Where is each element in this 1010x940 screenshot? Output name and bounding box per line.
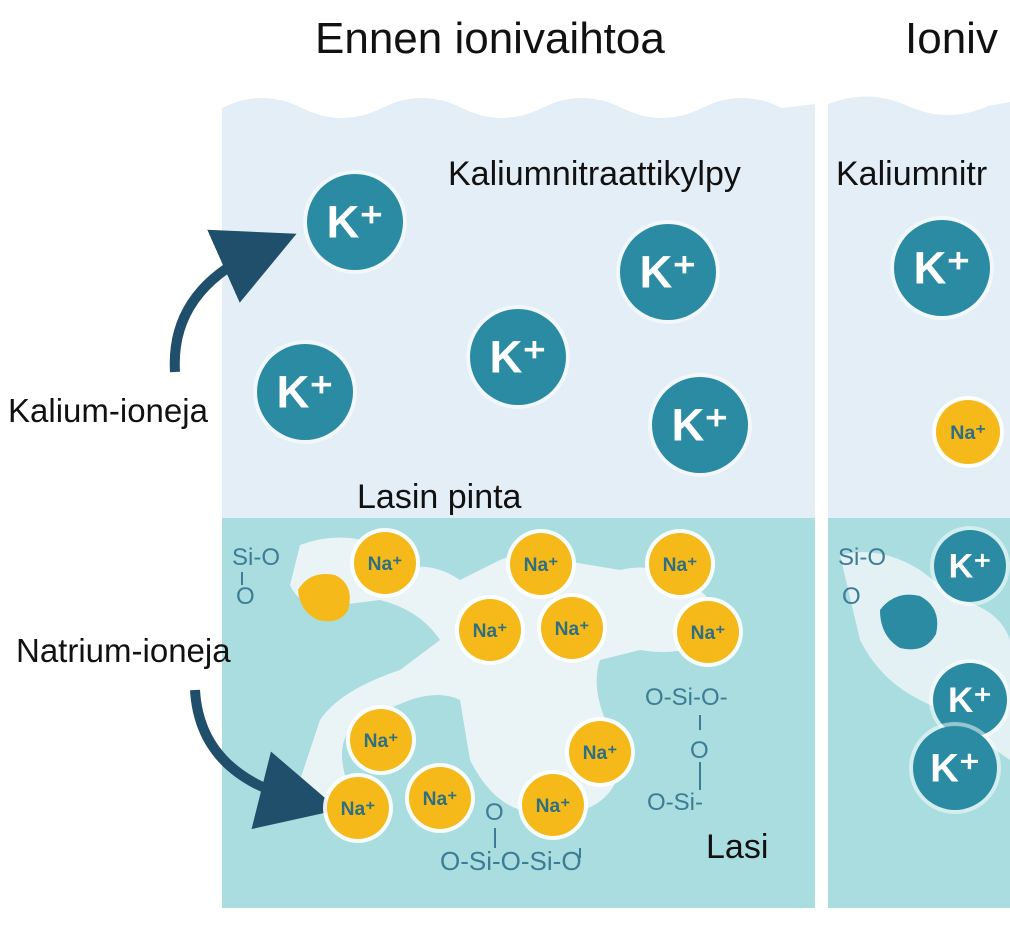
glass-pore-network [290,537,730,820]
sodium-ion-label: Na⁺ [364,731,399,752]
sodium-ion-1: Na⁺ [350,528,420,598]
si-o-label-after: Si-O [838,544,886,571]
panel-divider [815,100,828,910]
sodium-side-label: Natrium-ioneja [16,632,231,669]
surface-label: Lasin pinta [357,478,522,516]
sodium-ion-10: Na⁺ [405,763,475,833]
potassium-ion-label: K⁺ [327,196,384,247]
sodium-ion-label: Na⁺ [423,789,458,810]
sodium-ion-label: Na⁺ [341,799,376,820]
o-si-o-label: O-Si-O- [645,684,728,711]
sodium-ion-label: Na⁺ [368,554,403,575]
sodium-ion-7: Na⁺ [346,705,416,775]
sodium-arrow [190,689,339,830]
potassium-ion-1: K⁺ [303,170,407,274]
o-label-after: O [842,583,861,610]
potassium-ion-4: K⁺ [253,340,357,444]
o-si-o-si-o-chain: O-Si-O-Si-O [440,846,582,876]
potassium-ion-2: K⁺ [616,220,720,324]
potassium-ion-after-3: K⁺ [929,659,1010,741]
sodium-ion-3: Na⁺ [645,529,715,599]
o-si-label: O-Si- [647,789,703,816]
sodium-ion-2: Na⁺ [506,529,576,599]
sodium-ion-label: Na⁺ [950,422,986,444]
sodium-ion-6: Na⁺ [673,597,743,667]
sodium-vacancy-fragment [298,574,350,622]
potassium-ion-after-1: K⁺ [890,216,994,320]
sodium-ion-label: Na⁺ [473,621,508,642]
potassium-vacancy-fragment [880,594,938,650]
potassium-ion-label: K⁺ [930,746,980,790]
bath-label: Kaliumnitraattikylpy [448,155,741,193]
sodium-ion-5: Na⁺ [537,593,607,663]
potassium-ion-label: K⁺ [672,399,729,450]
sodium-ion-label: Na⁺ [691,623,726,644]
potassium-side-label: Kalium-ioneja [8,392,208,429]
potassium-ion-after-2: K⁺ [930,526,1010,606]
sodium-ion-8: Na⁺ [565,717,635,787]
o-label-3: O [485,799,504,826]
sodium-ion-after-1: Na⁺ [932,396,1004,468]
sodium-ion-11: Na⁺ [518,770,588,840]
sodium-ion-label: Na⁺ [555,619,590,640]
potassium-ion-3: K⁺ [466,305,570,409]
sodium-ion-label: Na⁺ [536,796,571,817]
potassium-ion-5: K⁺ [648,373,752,477]
sodium-ion-9: Na⁺ [323,773,393,843]
potassium-ion-label: K⁺ [914,242,971,293]
sodium-ion-label: Na⁺ [524,555,559,576]
panel-after-title: Ioniv [905,14,998,63]
potassium-ion-after-4: K⁺ [909,722,1001,814]
chemistry-layer: Si-O O O-Si-O- O O-Si- O O-Si-O-Si-O Si-O O [232,544,886,876]
potassium-ion-label: K⁺ [490,331,547,382]
sodium-ion-4: Na⁺ [455,595,525,665]
si-o-label-1: Si-O [232,544,280,571]
glass-label: Lasi [706,828,769,866]
panel-before-title: Ennen ionivaihtoa [315,14,665,63]
sodium-ion-label: Na⁺ [583,743,618,764]
potassium-ion-label: K⁺ [949,548,992,586]
potassium-arrow [169,229,297,373]
o-label-1: O [236,583,255,610]
potassium-ion-label: K⁺ [640,246,697,297]
o-label-2: O [690,737,709,764]
potassium-ion-label: K⁺ [948,681,992,720]
sodium-ion-label: Na⁺ [663,555,698,576]
bath-label-after: Kaliumnitr [836,155,988,193]
potassium-ion-label: K⁺ [277,366,334,417]
ion-layer: K⁺ K⁺ K⁺ K⁺ K⁺ Na⁺ Na⁺ Na⁺ Na⁺ Na⁺ Na⁺ Na⁺ Na⁺ Na⁺ Na⁺… [253,170,1010,843]
